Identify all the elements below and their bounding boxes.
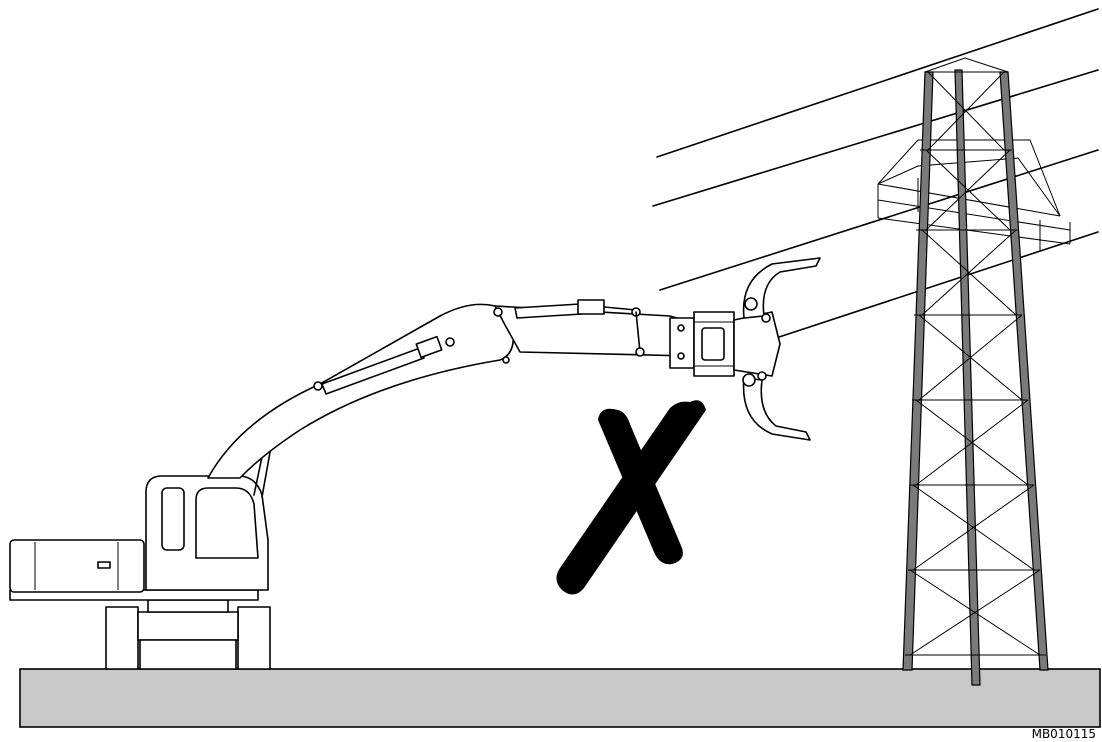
cab-window-left	[161, 487, 185, 551]
excavator	[9, 257, 821, 670]
boom	[207, 303, 515, 479]
engine-housing	[9, 539, 145, 593]
x-mark-icon	[556, 400, 706, 595]
grapple-claw-upper	[742, 257, 821, 319]
track-right	[237, 606, 271, 670]
track-left	[105, 606, 139, 670]
power-lines	[652, 8, 1099, 341]
figure-reference-code: MB010115	[1031, 727, 1096, 741]
cab-window-right	[195, 487, 259, 559]
power-tower	[877, 57, 1071, 686]
grapple-claw-lower	[742, 377, 811, 441]
ground	[19, 668, 1101, 728]
